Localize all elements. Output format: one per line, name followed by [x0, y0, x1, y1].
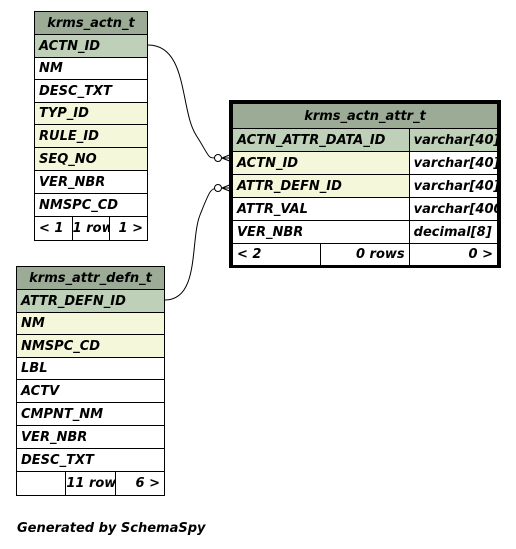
- column-row[interactable]: VER_NBR: [16, 425, 165, 449]
- table-krms-attr-defn-t[interactable]: krms_attr_defn_t ATTR_DEFN_ID NM NMSPC_C…: [15, 266, 166, 496]
- column-row[interactable]: VER_NBR: [34, 170, 148, 194]
- column-type: decimal[8]: [408, 220, 499, 244]
- column-type: varchar[40]: [408, 128, 499, 152]
- row-count: 0 rows: [320, 243, 410, 266]
- column-type: varchar[40]: [408, 174, 499, 198]
- parents-count[interactable]: [15, 471, 67, 496]
- relation-actn-id-crowfoot: [221, 153, 233, 163]
- column-row[interactable]: DESC_TXT: [34, 79, 148, 103]
- table-title[interactable]: krms_attr_defn_t: [16, 266, 165, 290]
- parents-count[interactable]: < 1: [34, 216, 73, 241]
- column-name[interactable]: VER_NBR: [232, 220, 410, 244]
- column-type: varchar[400]: [408, 197, 499, 221]
- relation-actn-id: [147, 44, 221, 159]
- column-name[interactable]: ATTR_VAL: [232, 197, 410, 221]
- column-type: varchar[40]: [408, 151, 499, 175]
- relation-attr-defn-id-crowfoot: [221, 183, 233, 193]
- column-row[interactable]: NMSPC_CD: [34, 193, 148, 217]
- table-krms-actn-attr-t[interactable]: krms_actn_attr_t ACTN_ATTR_DATA_ID varch…: [229, 100, 501, 268]
- generated-by-label: Generated by SchemaSpy: [17, 521, 206, 536]
- row-count: 1 row: [71, 216, 111, 241]
- column-name[interactable]: ACTN_ATTR_DATA_ID: [232, 128, 410, 152]
- column-row[interactable]: ATTR_DEFN_ID: [16, 289, 165, 313]
- column-row[interactable]: TYP_ID: [34, 102, 148, 125]
- column-row[interactable]: SEQ_NO: [34, 147, 148, 171]
- column-name[interactable]: ATTR_DEFN_ID: [232, 174, 410, 198]
- children-count[interactable]: 1 >: [109, 216, 148, 241]
- column-row[interactable]: NMSPC_CD: [16, 334, 165, 358]
- column-row[interactable]: DESC_TXT: [16, 448, 165, 472]
- column-row[interactable]: ACTV: [16, 379, 165, 403]
- children-count[interactable]: 6 >: [114, 471, 166, 496]
- column-row[interactable]: NM: [16, 312, 165, 335]
- row-count: 11 rows: [65, 471, 116, 496]
- column-row[interactable]: LBL: [16, 357, 165, 380]
- relation-actn-id-end-circle: [214, 154, 222, 162]
- table-krms-actn-t[interactable]: krms_actn_t ACTN_ID NM DESC_TXT TYP_ID R…: [34, 11, 148, 241]
- column-row[interactable]: ACTN_ID: [34, 34, 148, 58]
- column-row[interactable]: CMPNT_NM: [16, 402, 165, 426]
- parents-count[interactable]: < 2: [231, 243, 322, 266]
- children-count[interactable]: 0 >: [408, 243, 499, 266]
- column-row[interactable]: NM: [34, 57, 148, 80]
- column-name[interactable]: ACTN_ID: [232, 151, 410, 175]
- column-row[interactable]: RULE_ID: [34, 124, 148, 148]
- table-title[interactable]: krms_actn_attr_t: [232, 103, 498, 129]
- relation-attr-defn-id: [164, 187, 221, 301]
- relation-attr-defn-id-end-circle: [214, 184, 222, 192]
- table-title[interactable]: krms_actn_t: [34, 11, 148, 35]
